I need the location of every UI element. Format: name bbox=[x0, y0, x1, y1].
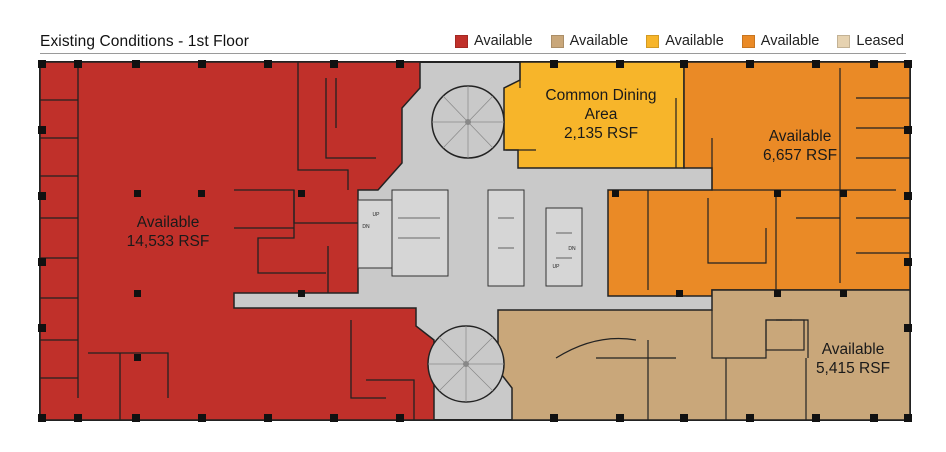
label-northeast-area: 6,657 RSF bbox=[762, 147, 838, 164]
rotunda-south-treads bbox=[428, 326, 504, 402]
suite-northeast bbox=[607, 61, 911, 297]
label-west-name: Available bbox=[136, 214, 200, 231]
legend-label: Available bbox=[474, 33, 533, 49]
legend-item-leased: Leased bbox=[837, 33, 904, 49]
core-elevators bbox=[487, 189, 525, 287]
label-dining: Common Dining Area 2,135 RSF bbox=[526, 86, 676, 143]
structural-columns bbox=[38, 60, 912, 422]
label-northeast-name: Available bbox=[768, 128, 832, 145]
legend-label: Available bbox=[665, 33, 724, 49]
label-west-area: 14,533 RSF bbox=[126, 233, 210, 250]
legend: Available Available Available Available … bbox=[455, 33, 904, 49]
legend-swatch-orange bbox=[741, 34, 755, 48]
stair-label: UP bbox=[373, 212, 381, 218]
legend-swatch-red bbox=[455, 34, 468, 48]
stair-label: UP bbox=[553, 264, 561, 270]
stair-label: DN bbox=[568, 246, 576, 252]
floor-plan: UP DN UP DN bbox=[38, 60, 912, 422]
west-walls bbox=[40, 62, 415, 420]
core-west-stair bbox=[357, 199, 393, 269]
legend-swatch-tan bbox=[550, 34, 564, 48]
core-details bbox=[398, 217, 572, 259]
rotunda-north-treads bbox=[432, 86, 504, 158]
legend-swatch-yellow bbox=[646, 34, 660, 48]
legend-item-tan: Available bbox=[550, 33, 629, 49]
suite-southeast bbox=[497, 289, 911, 421]
core-restrooms bbox=[391, 189, 449, 277]
label-west: Available 14,533 RSF bbox=[108, 213, 228, 251]
core-east-stair bbox=[545, 207, 583, 287]
label-southeast-name: Available bbox=[821, 341, 885, 358]
header: Existing Conditions - 1st Floor Availabl… bbox=[0, 0, 946, 56]
legend-label: Leased bbox=[856, 33, 904, 49]
title-divider bbox=[40, 53, 906, 54]
dining-walls bbox=[506, 62, 677, 168]
legend-label: Available bbox=[760, 33, 820, 49]
label-dining-name-2: Area bbox=[584, 106, 618, 123]
southeast-walls bbox=[555, 310, 809, 420]
page-title: Existing Conditions - 1st Floor bbox=[40, 33, 249, 50]
legend-item-yellow: Available bbox=[646, 33, 724, 49]
legend-swatch-leased bbox=[837, 34, 851, 48]
label-dining-area: 2,135 RSF bbox=[563, 125, 639, 142]
legend-label: Available bbox=[569, 33, 629, 49]
label-northeast: Available 6,657 RSF bbox=[740, 127, 860, 165]
label-dining-name-1: Common Dining bbox=[545, 87, 657, 104]
label-southeast-area: 5,415 RSF bbox=[815, 360, 891, 377]
northeast-walls bbox=[647, 68, 910, 290]
legend-item-orange: Available bbox=[741, 33, 820, 49]
stair-label: DN bbox=[362, 224, 370, 230]
label-southeast: Available 5,415 RSF bbox=[798, 340, 908, 378]
legend-item-red: Available bbox=[455, 33, 533, 49]
